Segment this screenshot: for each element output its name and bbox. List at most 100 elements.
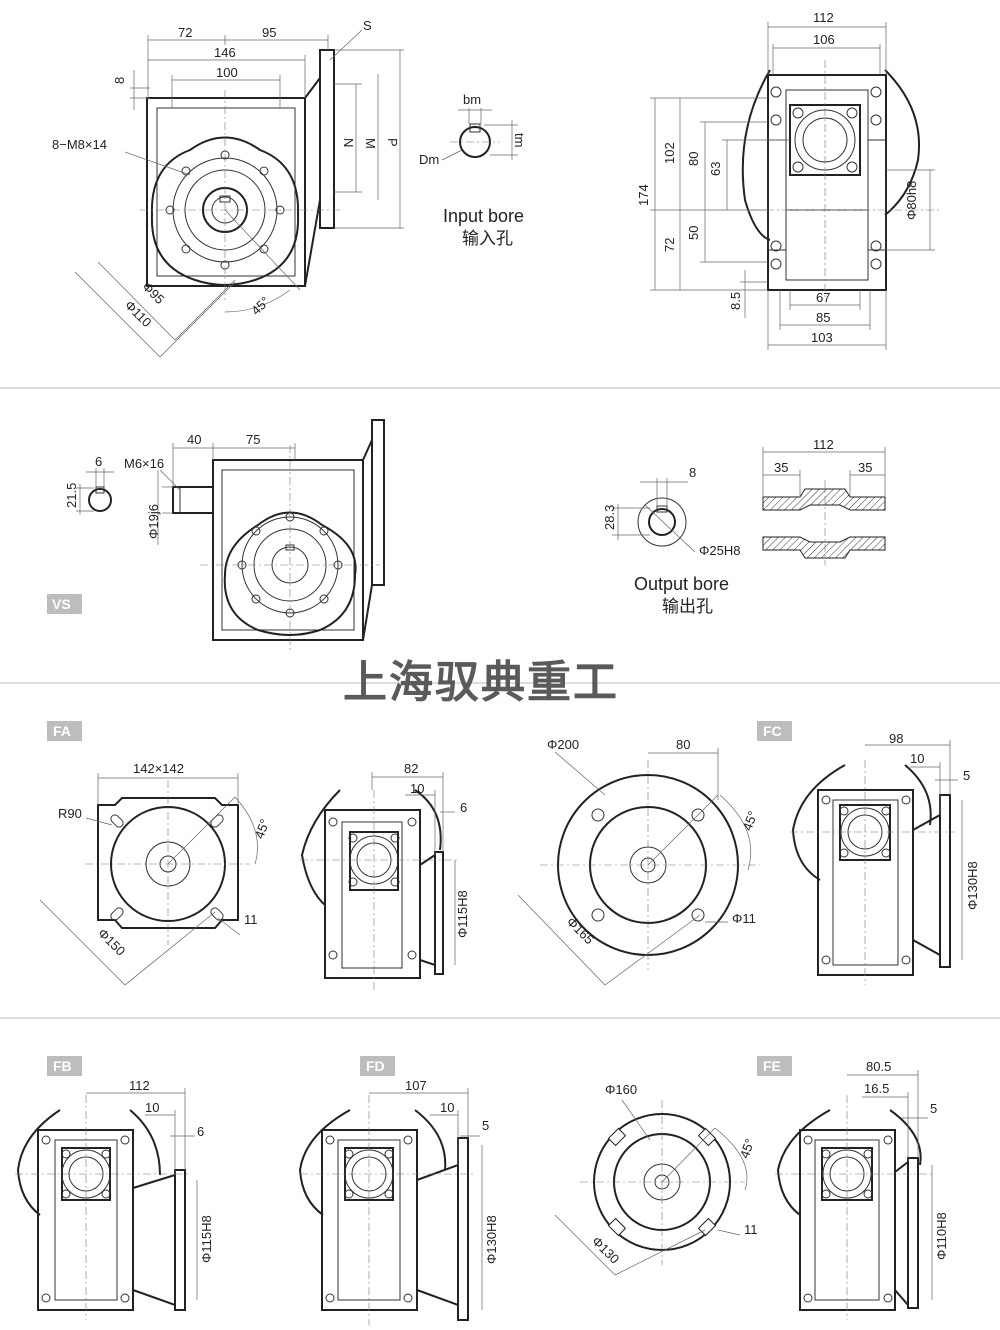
main-right-view bbox=[650, 22, 940, 350]
dim-fa-11: 11 bbox=[244, 912, 258, 927]
vs-tag-label: VS bbox=[52, 596, 71, 612]
dim-fe-45: 45° bbox=[737, 1137, 758, 1161]
output-bore-title: Output bore bbox=[634, 574, 729, 594]
dim-vs-75: 75 bbox=[246, 432, 260, 447]
dim-phi80h8: Φ80h8 bbox=[904, 181, 919, 220]
fc-side-view bbox=[790, 740, 963, 985]
input-bore-diagram bbox=[441, 108, 518, 161]
dim-fc-98: 98 bbox=[889, 731, 903, 746]
dim-67: 67 bbox=[816, 290, 830, 305]
dim-100: 100 bbox=[216, 65, 238, 80]
main-front-view bbox=[74, 29, 404, 358]
dim-vs-40: 40 bbox=[187, 432, 201, 447]
dim-fe-5: 5 bbox=[930, 1101, 937, 1116]
fa-front-view bbox=[39, 773, 258, 986]
dim-m: M bbox=[363, 138, 378, 149]
dim-out-35b: 35 bbox=[858, 460, 872, 475]
dim-106: 106 bbox=[813, 32, 835, 47]
dim-fe-phi160: Φ160 bbox=[605, 1082, 637, 1097]
dim-112: 112 bbox=[813, 10, 834, 25]
dim-tm: tm bbox=[512, 133, 527, 147]
dim-dm: Dm bbox=[419, 152, 439, 167]
dim-vs-phi19j6: Φ19j6 bbox=[146, 504, 161, 539]
dim-fc-phi11: Φ11 bbox=[732, 911, 756, 926]
dim-fb-6: 6 bbox=[197, 1124, 204, 1139]
dim-102: 102 bbox=[662, 142, 677, 164]
fb-tag-label: FB bbox=[53, 1058, 72, 1074]
dim-146: 146 bbox=[214, 45, 236, 60]
dim-8: 8 bbox=[112, 77, 127, 84]
dim-fc-phi130h8: Φ130H8 bbox=[965, 861, 980, 910]
dim-103: 103 bbox=[811, 330, 833, 345]
dim-fa-6: 6 bbox=[460, 800, 467, 815]
fc-tag bbox=[757, 721, 792, 741]
dim-fc-45: 45° bbox=[740, 809, 761, 833]
dim-80: 80 bbox=[686, 152, 701, 166]
dim-bm: bm bbox=[463, 92, 481, 107]
fd-tag bbox=[360, 1056, 395, 1076]
dim-vs-m6: M6×16 bbox=[124, 456, 164, 471]
dim-s: S bbox=[363, 18, 372, 33]
fd-tag-label: FD bbox=[366, 1058, 385, 1074]
dim-fd-107: 107 bbox=[405, 1078, 427, 1093]
dim-72-right: 72 bbox=[662, 238, 677, 252]
dim-phi110: Φ110 bbox=[122, 297, 155, 330]
fe-tag bbox=[757, 1056, 792, 1076]
dim-vs-21-5: 21.5 bbox=[64, 483, 79, 508]
fc-tag-label: FC bbox=[763, 723, 782, 739]
bolt-spec-label: 8−M8×14 bbox=[52, 137, 107, 152]
fe-tag-label: FE bbox=[763, 1058, 781, 1074]
dim-fc-10: 10 bbox=[910, 751, 924, 766]
dim-n: N bbox=[341, 138, 356, 147]
dim-63: 63 bbox=[708, 162, 723, 176]
vs-output-bore-front bbox=[612, 478, 696, 553]
dim-fc-phi200: Φ200 bbox=[547, 737, 579, 752]
dim-fd-10: 10 bbox=[440, 1100, 454, 1115]
dim-85: 85 bbox=[816, 310, 830, 325]
dim-fa-142x142: 142×142 bbox=[133, 761, 184, 776]
dim-174: 174 bbox=[636, 184, 651, 206]
dim-fa-phi150: Φ150 bbox=[95, 925, 128, 958]
dim-p: P bbox=[385, 138, 400, 147]
fb-side-view bbox=[15, 1088, 198, 1320]
dim-fb-112: 112 bbox=[129, 1078, 150, 1093]
fe-side-view bbox=[775, 1070, 935, 1320]
fc-front-view bbox=[517, 748, 760, 986]
dim-fd-5: 5 bbox=[482, 1118, 489, 1133]
dim-out-112: 112 bbox=[813, 437, 834, 452]
dim-fa-10: 10 bbox=[410, 781, 424, 796]
dim-fc-5: 5 bbox=[963, 768, 970, 783]
dim-fc-80: 80 bbox=[676, 737, 690, 752]
vs-key-diagram bbox=[76, 468, 114, 515]
dim-fe-16-5: 16.5 bbox=[864, 1081, 889, 1096]
brand-watermark: 上海驭典重工 bbox=[343, 657, 619, 708]
dim-out-phi25h8: Φ25H8 bbox=[699, 543, 740, 558]
dim-fa-r90: R90 bbox=[58, 806, 82, 821]
input-bore-title-cn: 输入孔 bbox=[462, 229, 513, 249]
dim-fe-phi110h8: Φ110H8 bbox=[934, 1212, 949, 1260]
dim-fe-phi130: Φ130 bbox=[589, 1233, 622, 1266]
fd-side-view bbox=[298, 1088, 483, 1325]
dim-8-5: 8.5 bbox=[728, 292, 743, 310]
dim-fb-10: 10 bbox=[145, 1100, 159, 1115]
dim-out-8: 8 bbox=[689, 465, 696, 480]
dim-fc-phi165: Φ165 bbox=[564, 914, 597, 947]
vs-output-bore-section bbox=[762, 447, 886, 565]
fa-side-view bbox=[300, 772, 460, 990]
dim-72: 72 bbox=[178, 25, 192, 40]
dim-phi95: Φ95 bbox=[139, 279, 167, 307]
output-bore-title-cn: 输出孔 bbox=[662, 597, 713, 617]
dim-fa-45: 45° bbox=[252, 817, 273, 841]
fe-front-view bbox=[554, 1099, 748, 1276]
vs-tag bbox=[47, 594, 82, 614]
dim-vs-6: 6 bbox=[95, 454, 102, 469]
dim-50: 50 bbox=[686, 226, 701, 240]
dim-angle-45: 45° bbox=[248, 294, 273, 319]
dim-fe-80-5: 80.5 bbox=[866, 1059, 891, 1074]
fa-tag bbox=[47, 721, 82, 741]
input-bore-title: Input bore bbox=[443, 206, 524, 226]
dim-fa-phi115h8: Φ115H8 bbox=[455, 890, 470, 938]
dim-fa-82: 82 bbox=[404, 761, 418, 776]
dim-out-28-3: 28.3 bbox=[602, 505, 617, 530]
